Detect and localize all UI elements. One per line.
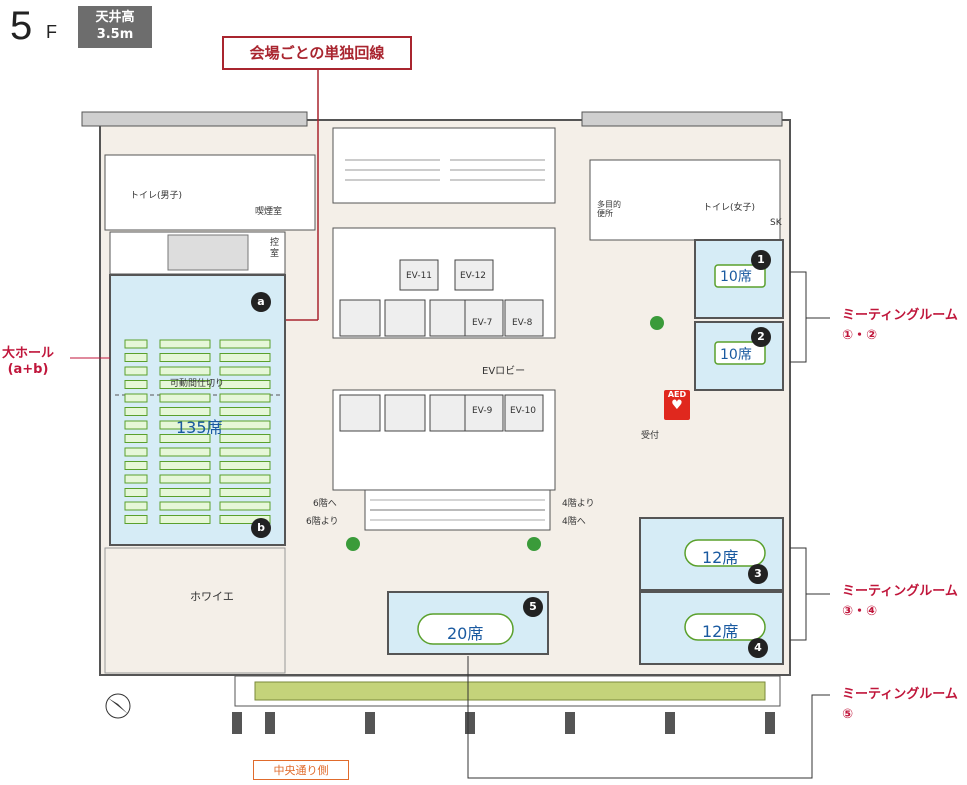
ceiling-height-badge: 天井高 3.5m xyxy=(78,6,152,48)
aed-sign: AED ♥ xyxy=(664,390,690,420)
hall-seat-row xyxy=(159,353,211,362)
hall-seat-row xyxy=(219,474,271,484)
hall-seat-row xyxy=(219,488,271,497)
hall-seat-count: 135席 xyxy=(176,418,223,437)
meeting-room-2-seats: 10席 xyxy=(720,347,752,363)
meeting-room-5-callout-line1: ミーティングルーム xyxy=(842,687,958,702)
hall-seat-row xyxy=(124,515,148,524)
hall-seat-row xyxy=(124,488,148,497)
street-side-tag: 中央通り側 xyxy=(253,760,349,780)
meeting-room-34-callout-line1: ミーティングルーム xyxy=(842,584,958,599)
elevator-label: EV-8 xyxy=(512,318,533,328)
elevator-label: EV-11 xyxy=(406,271,433,281)
meeting-room-1-seats: 10席 xyxy=(720,269,752,285)
meeting-room-5-callout: ミーティングルーム ⑤ xyxy=(842,685,958,725)
hall-seat-row xyxy=(124,407,148,416)
meeting-room-4-seats: 12席 xyxy=(702,622,739,641)
hall-seat-row xyxy=(159,407,211,416)
hall-seat-row xyxy=(219,407,271,416)
hall-seat-row xyxy=(159,339,211,349)
hall-seat-row xyxy=(124,339,148,349)
meeting-room-34-callout-line2: ③・④ xyxy=(842,604,878,619)
meeting-room-3-badge: 3 xyxy=(748,564,768,584)
meeting-room-5-badge: 5 xyxy=(523,597,543,617)
hall-seat-row xyxy=(159,380,211,389)
hall-seat-row xyxy=(124,474,148,484)
callout-title: 会場ごとの単独回線 xyxy=(222,36,412,70)
floor-number: 5 xyxy=(10,4,33,48)
meeting-room-12-callout: ミーティングルーム ①・② xyxy=(842,306,958,346)
meeting-room-34-callout: ミーティングルーム ③・④ xyxy=(842,582,958,622)
hall-seat-row xyxy=(219,420,271,430)
escalator-up-right: 4階より xyxy=(562,499,595,509)
escalator-down-left: 6階より xyxy=(306,517,339,527)
sk-label: SK xyxy=(770,218,782,228)
ceiling-line2: 3.5m xyxy=(96,27,134,42)
hall-seat-row xyxy=(159,447,211,457)
hall-seat-row xyxy=(124,447,148,457)
hall-seat-row xyxy=(124,461,148,470)
meeting-room-4-badge: 4 xyxy=(748,638,768,658)
hall-seat-row xyxy=(159,393,211,403)
meeting-room-12-callout-line1: ミーティングルーム xyxy=(842,308,958,323)
heart-icon: ♥ xyxy=(671,398,683,413)
elevator-label: EV-10 xyxy=(510,406,537,416)
hall-seat-row xyxy=(159,366,211,376)
hall-seat-row xyxy=(219,434,271,443)
meeting-room-5-callout-line2: ⑤ xyxy=(842,707,854,722)
big-hall-callout: 大ホール (a+b) xyxy=(2,346,54,378)
meeting-room-12-callout-line2: ①・② xyxy=(842,328,878,343)
hall-seat-row xyxy=(124,501,148,511)
hall-seat-row xyxy=(219,501,271,511)
escalator-up-left: 6階へ xyxy=(313,499,337,509)
foyer-label: ホワイエ xyxy=(190,590,234,603)
big-hall-callout-line2: (a+b) xyxy=(7,362,49,377)
hall-seat-row xyxy=(219,339,271,349)
meeting-room-5-seats: 20席 xyxy=(447,624,484,643)
hall-seat-row xyxy=(219,515,271,524)
hall-seat-row xyxy=(124,434,148,443)
elevator-label: EV-7 xyxy=(472,318,493,328)
aed-label: AED xyxy=(667,390,687,399)
hall-seat-row xyxy=(219,380,271,389)
escalator-down-right: 4階へ xyxy=(562,517,586,527)
hall-badge-a: a xyxy=(251,292,271,312)
toilet-female-label: トイレ(女子) xyxy=(703,203,756,213)
hall-seat-row xyxy=(124,353,148,362)
hall-seat-row xyxy=(159,461,211,470)
control-room-label: 控室 xyxy=(270,238,280,259)
hall-seat-row xyxy=(219,393,271,403)
hall-seat-row xyxy=(219,447,271,457)
hall-seat-row xyxy=(124,393,148,403)
hall-seat-row xyxy=(159,515,211,524)
hall-seat-row xyxy=(124,420,148,430)
hall-seat-row xyxy=(219,366,271,376)
meeting-room-3-seats: 12席 xyxy=(702,548,739,567)
partition-label: 可動間仕切り xyxy=(170,379,225,389)
big-hall-callout-line1: 大ホール xyxy=(2,346,55,361)
ceiling-line1: 天井高 xyxy=(95,10,135,25)
reception-label: 受付 xyxy=(641,431,660,441)
hall-badge-b: b xyxy=(251,518,271,538)
meeting-room-1-badge: 1 xyxy=(751,250,771,270)
hall-seat-row xyxy=(159,474,211,484)
toilet-male-label: トイレ(男子) xyxy=(130,191,183,201)
hall-seat-row xyxy=(219,353,271,362)
hall-seat-row xyxy=(159,501,211,511)
hall-seat-row xyxy=(124,380,148,389)
multipurpose-toilet-label: 多目的便所 xyxy=(597,200,621,218)
hall-seat-row xyxy=(159,434,211,443)
smoking-room-label: 喫煙室 xyxy=(255,207,283,217)
elevator-label: EV-12 xyxy=(460,271,487,281)
ev-lobby-label: EVロビー xyxy=(482,366,526,377)
hall-seat-row xyxy=(124,366,148,376)
hall-seat-row xyxy=(159,488,211,497)
elevator-label: EV-9 xyxy=(472,406,493,416)
hall-seat-row xyxy=(159,420,211,430)
floor-suffix: F xyxy=(46,22,57,42)
meeting-room-2-badge: 2 xyxy=(751,327,771,347)
hall-seat-row xyxy=(219,461,271,470)
